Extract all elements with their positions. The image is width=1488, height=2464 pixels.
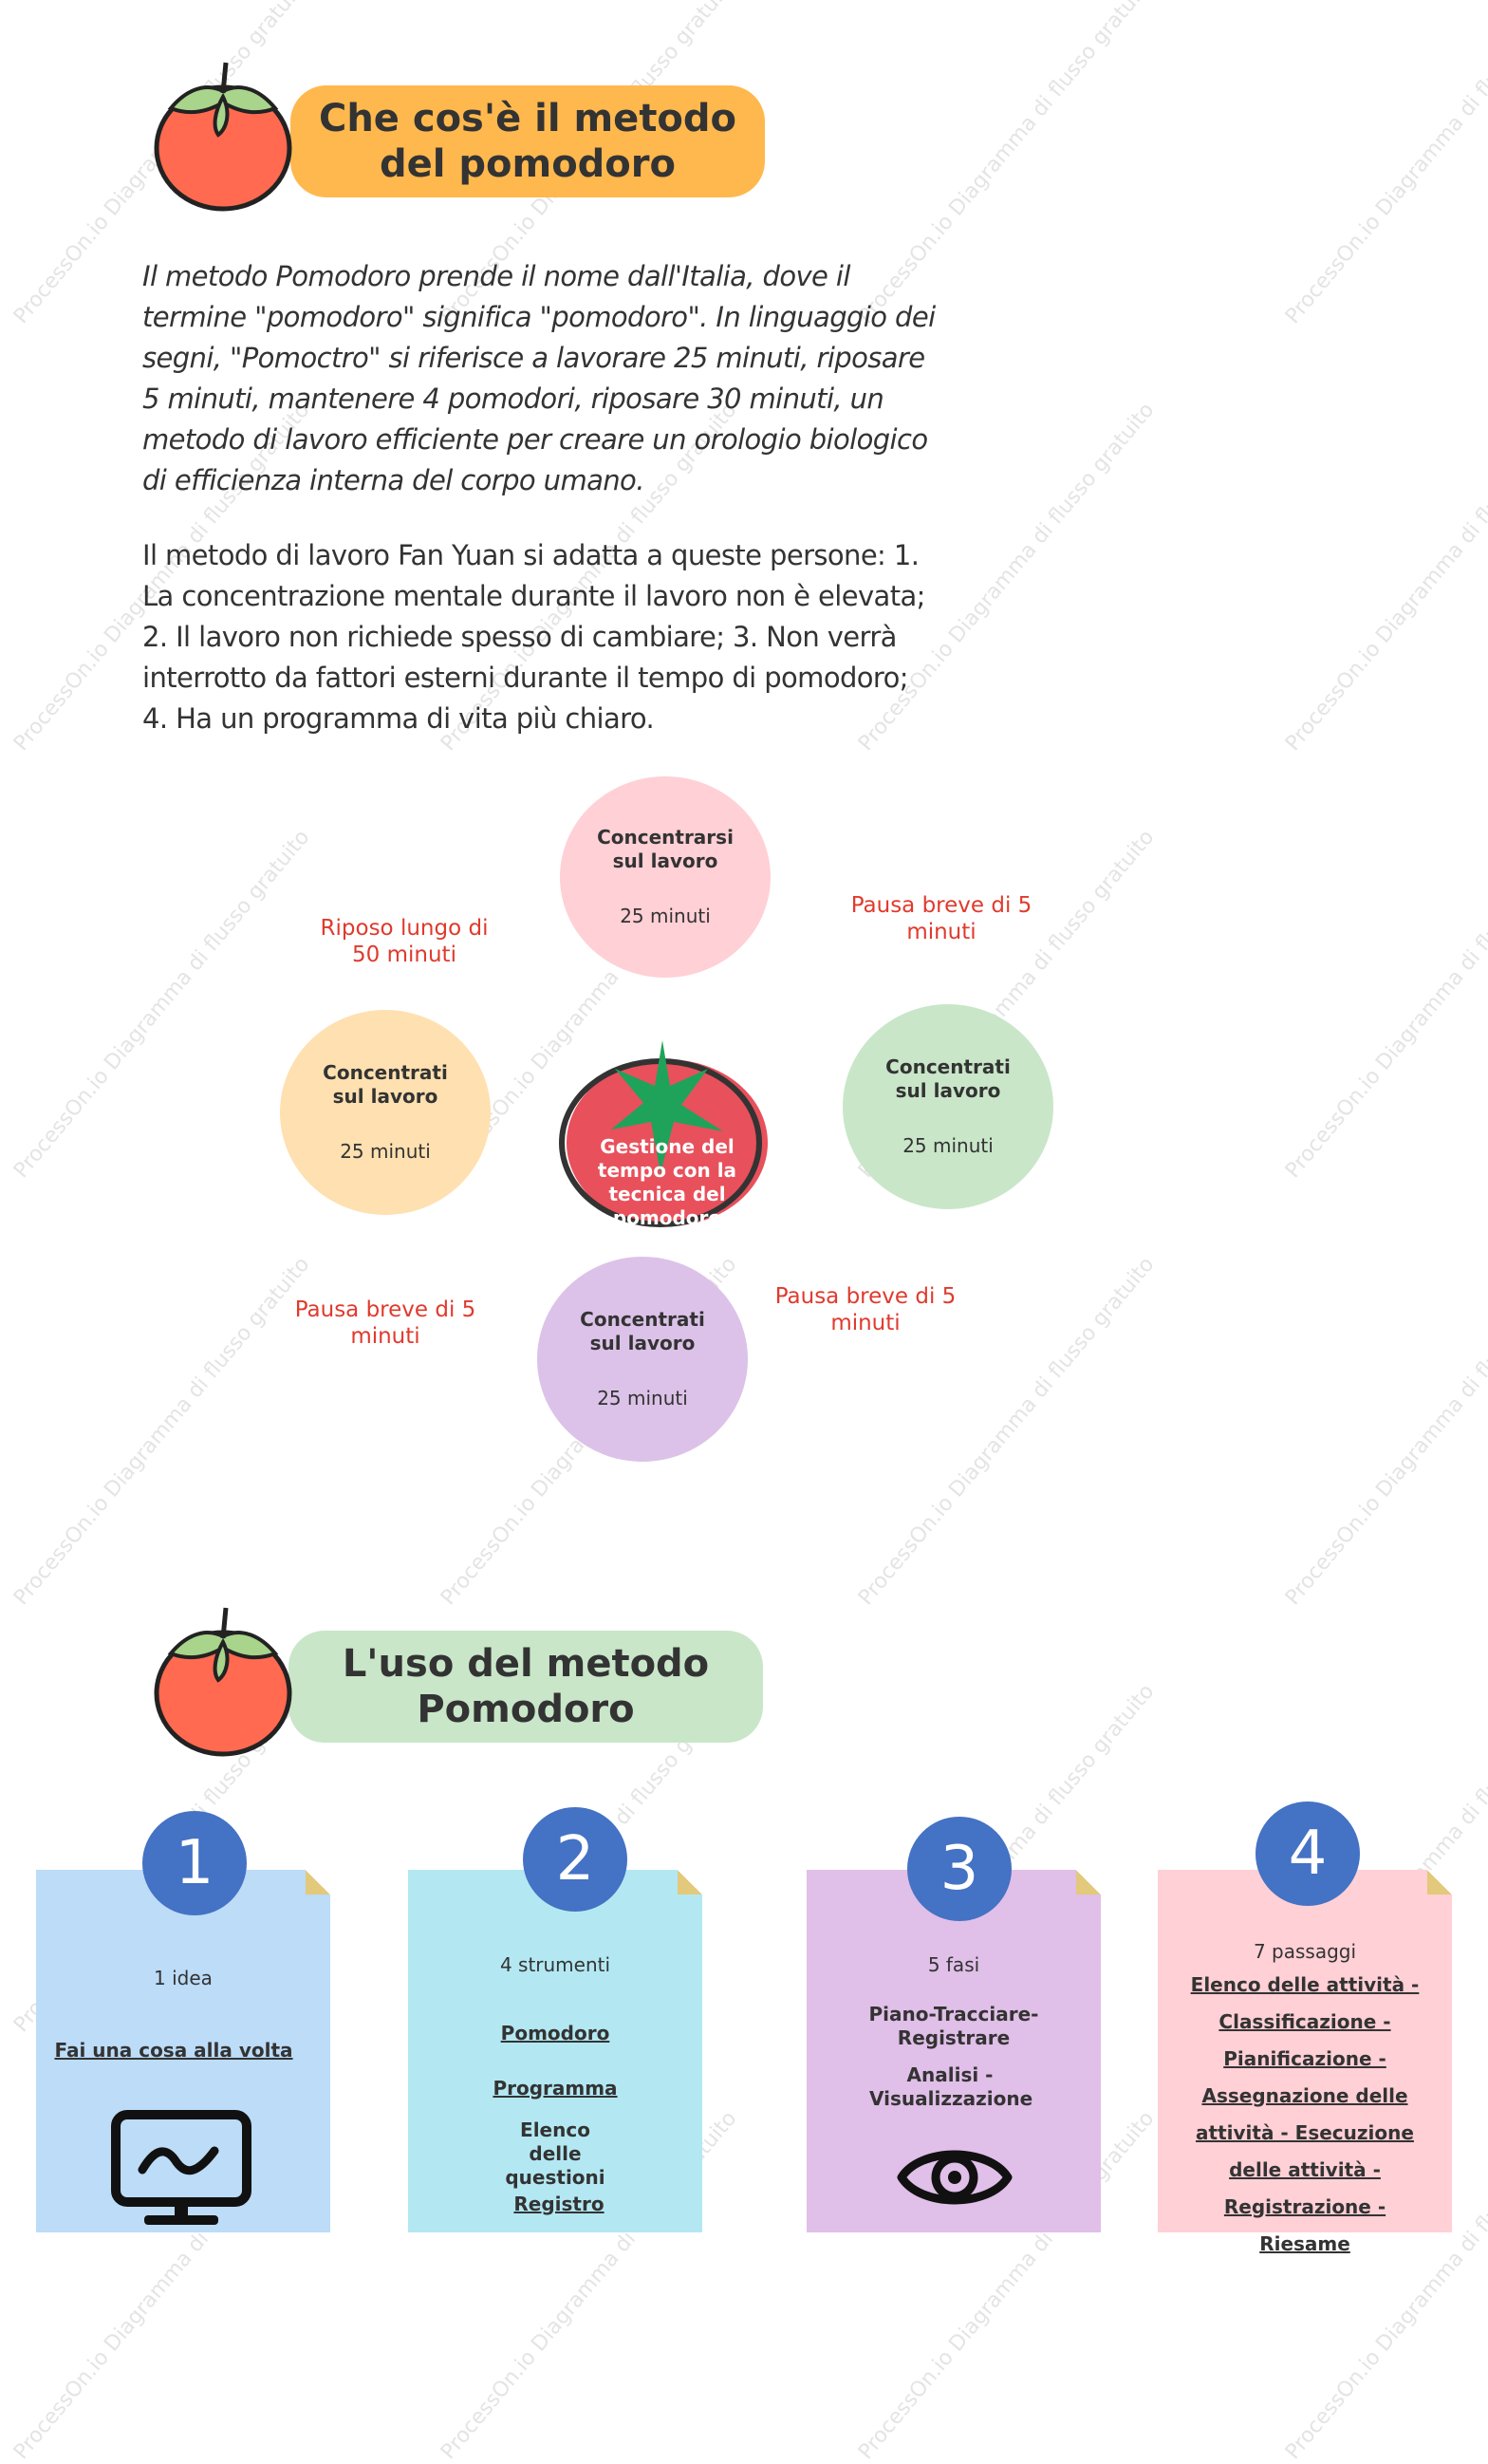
card-fold (1076, 1870, 1101, 1895)
card-2-badge: 2 (523, 1807, 627, 1912)
card-3-link-2[interactable]: Analisi - Visualizzazione (803, 2063, 1097, 2111)
card-3-link-1[interactable]: Piano-Tracciare-Registrare (807, 2003, 1101, 2050)
circle-left-minutes: 25 minuti (340, 1140, 431, 1163)
circle-top: Concentrarsi sul lavoro 25 minuti (560, 776, 771, 978)
card-1-head: 1 idea (154, 1967, 213, 1989)
circle-bottom: Concentrati sul lavoro 25 minuti (537, 1257, 748, 1462)
watermark-text: ProcessOn.io Diagramma di flusso gratuit… (9, 825, 315, 1184)
card-fold (306, 1870, 330, 1895)
monitor-icon (110, 2109, 252, 2232)
watermark-text: ProcessOn.io Diagramma di flusso gratuit… (1281, 1253, 1488, 1611)
card-3-head: 5 fasi (927, 1953, 980, 1976)
card-4-head: 7 passaggi (1253, 1940, 1357, 1963)
eye-icon (896, 2137, 1014, 2221)
card-2: 4 strumenti Pomodoro Programma Elenco de… (408, 1870, 702, 2232)
circle-left: Concentrati sul lavoro 25 minuti (280, 1010, 491, 1215)
card-3: 5 fasi Piano-Tracciare-Registrare Analis… (807, 1870, 1101, 2232)
circle-top-title: Concentrarsi sul lavoro (597, 826, 734, 872)
card-1-link-1[interactable]: Fai una cosa alla volta (54, 2039, 293, 2062)
circle-bottom-title: Concentrati sul lavoro (580, 1308, 705, 1354)
watermark-text: ProcessOn.io Diagramma di flusso gratuit… (1281, 0, 1488, 329)
card-3-badge: 3 (907, 1817, 1012, 1921)
card-2-head: 4 strumenti (499, 1953, 611, 1976)
card-1: 1 idea Fai una cosa alla volta (36, 1870, 330, 2232)
circle-top-minutes: 25 minuti (620, 905, 711, 927)
card-4: 7 passaggi Elenco delle attività - Class… (1158, 1870, 1452, 2255)
circle-left-title: Concentrati sul lavoro (323, 1061, 448, 1108)
circle-bottom-minutes: 25 minuti (597, 1387, 688, 1409)
card-2-link-4[interactable]: Registro (513, 2193, 604, 2215)
intro-paragraph-2: Il metodo di lavoro Fan Yuan si adatta a… (142, 539, 925, 735)
watermark-text: ProcessOn.io Diagramma di flusso gratuit… (1281, 399, 1488, 756)
card-2-link-3-text: Elenco delle questioni (505, 2119, 605, 2189)
card-1-badge: 1 (142, 1811, 247, 1915)
card-fold (678, 1870, 702, 1895)
card-fold (1427, 1870, 1452, 1895)
tomato-icon-2 (152, 1598, 294, 1762)
card-3-link-2-text: Analisi - Visualizzazione (869, 2063, 1033, 2110)
circle-right-minutes: 25 minuti (902, 1134, 994, 1157)
circle-right-title: Concentrati sul lavoro (885, 1055, 1011, 1102)
card-4-link-1[interactable]: Elenco delle attività - Classificazione … (1190, 1973, 1420, 2255)
center-label: Gestione del tempo con la tecnica del po… (597, 1135, 737, 1229)
card-4-badge: 4 (1256, 1801, 1360, 1906)
card-2-link-3[interactable]: Elenco delle questioni (408, 2119, 702, 2190)
watermark-text: ProcessOn.io Diagramma di flusso gratuit… (1281, 826, 1488, 1184)
tomato-icon (152, 53, 294, 216)
intro-paragraph-1: Il metodo Pomodoro prende il nome dall'I… (142, 260, 936, 496)
card-2-link-1[interactable]: Pomodoro (500, 2022, 610, 2044)
watermark-text: ProcessOn.io Diagramma di flusso gratuit… (9, 1252, 315, 1611)
card-2-link-2[interactable]: Programma (493, 2077, 618, 2100)
card-3-link-1-text: Piano-Tracciare-Registrare (868, 2003, 1039, 2049)
center-tomato-icon (556, 1031, 774, 1243)
pause-label-top-right: Pausa breve di 5 minuti (850, 893, 1032, 944)
section2-title: L'uso del metodo Pomodoro (288, 1631, 763, 1743)
pause-label-top-left: Riposo lungo di 50 minuti (320, 916, 489, 967)
circle-right: Concentrati sul lavoro 25 minuti (843, 1004, 1053, 1209)
pause-label-bottom-left: Pausa breve di 5 minuti (294, 1297, 476, 1349)
section1-title: Che cos'è il metodo del pomodoro (290, 85, 765, 197)
pause-label-bottom-right: Pausa breve di 5 minuti (774, 1284, 957, 1335)
